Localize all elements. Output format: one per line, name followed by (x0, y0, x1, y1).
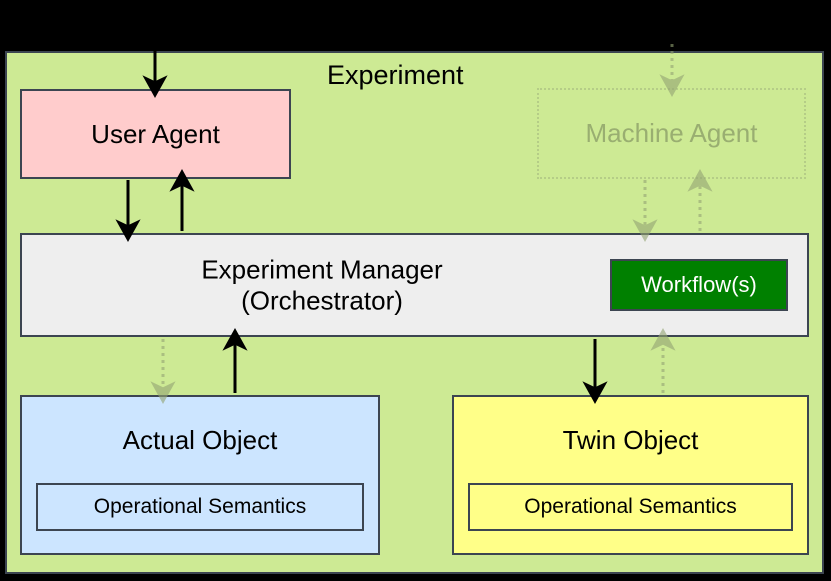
node-user-agent[interactable]: User Agent (20, 89, 291, 179)
node-experiment-manager-label-line1: Experiment Manager (201, 254, 443, 285)
node-experiment-manager-labels: Experiment Manager (Orchestrator) (22, 254, 807, 315)
node-actual-object-label: Actual Object (122, 425, 278, 455)
node-user-agent-label: User Agent (91, 118, 220, 149)
node-experiment-manager-label-line2: (Orchestrator) (241, 285, 403, 315)
node-workflows[interactable]: Workflow(s) (610, 259, 788, 311)
node-twin-object-operational-semantics-label: Operational Semantics (524, 495, 737, 518)
node-twin-object-operational-semantics[interactable]: Operational Semantics (468, 483, 793, 531)
node-twin-object[interactable]: Twin Object Operational Semantics (452, 395, 809, 555)
node-machine-agent[interactable]: Machine Agent (537, 88, 806, 179)
node-experiment-manager[interactable]: Experiment Manager (Orchestrator) Workfl… (20, 233, 809, 337)
node-machine-agent-label: Machine Agent (585, 118, 758, 148)
experiment-title: Experiment (327, 60, 464, 90)
node-workflows-label: Workflow(s) (641, 272, 757, 297)
node-actual-object-operational-semantics[interactable]: Operational Semantics (36, 483, 364, 531)
node-actual-object-operational-semantics-label: Operational Semantics (93, 495, 307, 518)
node-actual-object[interactable]: Actual Object Operational Semantics (20, 395, 380, 555)
node-twin-object-label: Twin Object (562, 425, 699, 455)
